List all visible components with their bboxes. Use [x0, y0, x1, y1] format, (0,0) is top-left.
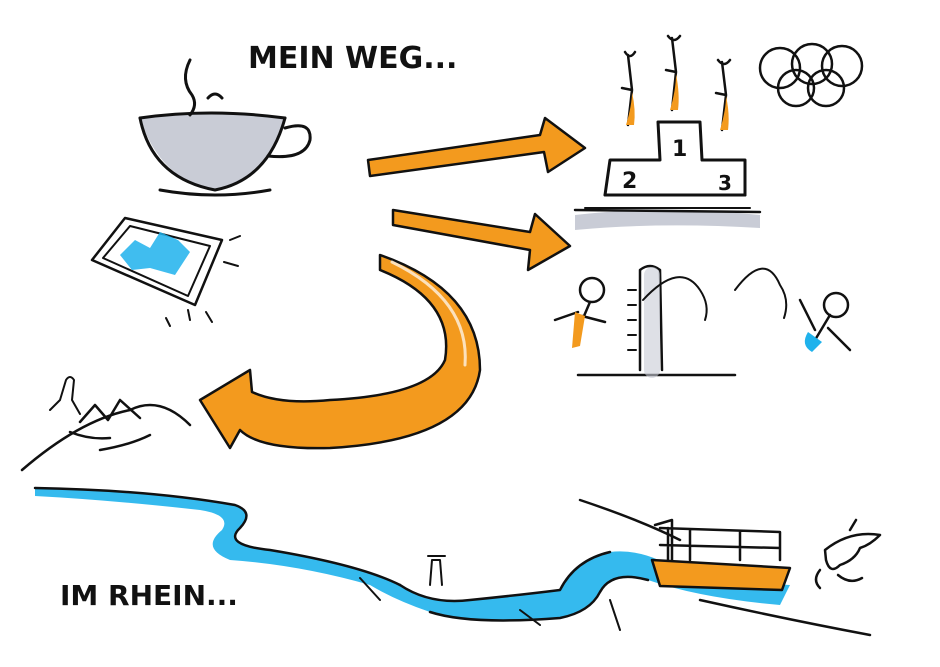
arrow-to-diving-icon — [391, 208, 572, 272]
podium-first-label: 1 — [672, 137, 687, 162]
podium-third-label: 3 — [718, 171, 732, 195]
ship-icon — [650, 518, 792, 592]
mountain-icon — [20, 376, 192, 472]
coffee-cup-icon — [138, 58, 312, 197]
arrow-to-podium-icon — [366, 116, 587, 178]
curved-arrow-icon — [198, 253, 482, 450]
river-caption-text: IM RHEIN... — [60, 579, 238, 612]
winner-figures-icon — [620, 34, 732, 132]
olympic-rings-icon — [758, 42, 864, 108]
podium-second-label: 2 — [622, 169, 637, 194]
map-icon — [90, 216, 241, 327]
podium-icon: 1 2 3 — [573, 34, 762, 230]
title-text: MEIN WEG... — [248, 41, 457, 76]
dolphin-icon — [814, 518, 882, 590]
diving-tower-icon — [553, 264, 852, 378]
river-icon — [33, 486, 872, 637]
